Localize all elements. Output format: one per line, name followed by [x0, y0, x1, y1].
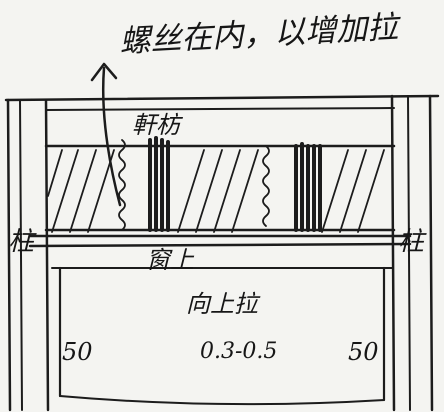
- plate-right: [294, 142, 322, 232]
- beam-label: 軒枋: [132, 111, 184, 139]
- window-frame: [58, 266, 386, 406]
- right-post: [390, 94, 434, 412]
- screw-right: [262, 145, 270, 227]
- window-top-label: 窗上: [146, 246, 195, 274]
- post-label-right: 柱: [398, 227, 427, 257]
- dim-label-right: 50: [348, 338, 379, 366]
- plate-left: [148, 136, 170, 232]
- lintel-block: [44, 144, 396, 233]
- screw-left: [118, 139, 126, 231]
- dim-label-left: 50: [62, 338, 93, 366]
- pull-up-label: 向上拉: [186, 290, 261, 318]
- window-top-rail: [28, 234, 412, 269]
- post-label-left: 柱: [8, 227, 37, 257]
- top-beam: [4, 94, 440, 111]
- left-post: [6, 98, 50, 412]
- range-label: 0.3-0.5: [200, 339, 277, 364]
